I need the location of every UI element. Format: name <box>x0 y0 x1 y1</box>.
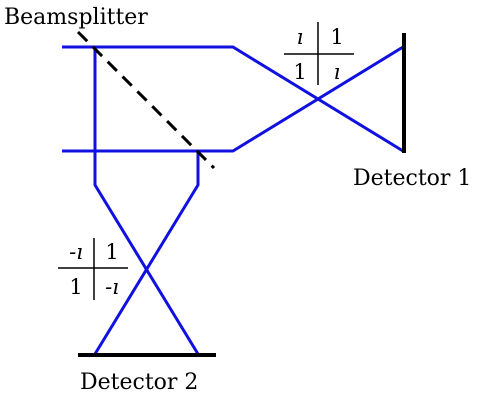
matrix-upper-r2c1: 1 <box>293 60 306 84</box>
matrix-lower-r1c2: 1 <box>105 240 118 264</box>
matrix-lower-r1c1: -ı <box>69 240 83 264</box>
matrix-upper-r1c2: 1 <box>330 25 343 49</box>
detector1-label: Detector 1 <box>353 166 471 191</box>
matrix-lower-r2c2: -ı <box>105 275 119 299</box>
beamsplitter-line <box>76 30 216 170</box>
beam-lower-to-detector1 <box>62 45 404 153</box>
beam-right-to-detector2 <box>93 151 200 355</box>
beamsplitter-label: Beamsplitter <box>4 5 148 30</box>
beam-left-to-detector2 <box>93 47 200 355</box>
matrix-upper-r2c2: ı <box>334 60 341 84</box>
beam-paths <box>62 45 404 355</box>
matrix-lower: -ı 1 1 -ı <box>58 238 128 300</box>
detector2-label: Detector 2 <box>80 370 198 395</box>
matrix-upper: ı 1 1 ı <box>284 22 354 85</box>
beam-upper-to-detector1 <box>62 45 404 153</box>
matrix-lower-r2c1: 1 <box>69 275 82 299</box>
matrix-upper-r1c1: ı <box>297 25 304 49</box>
